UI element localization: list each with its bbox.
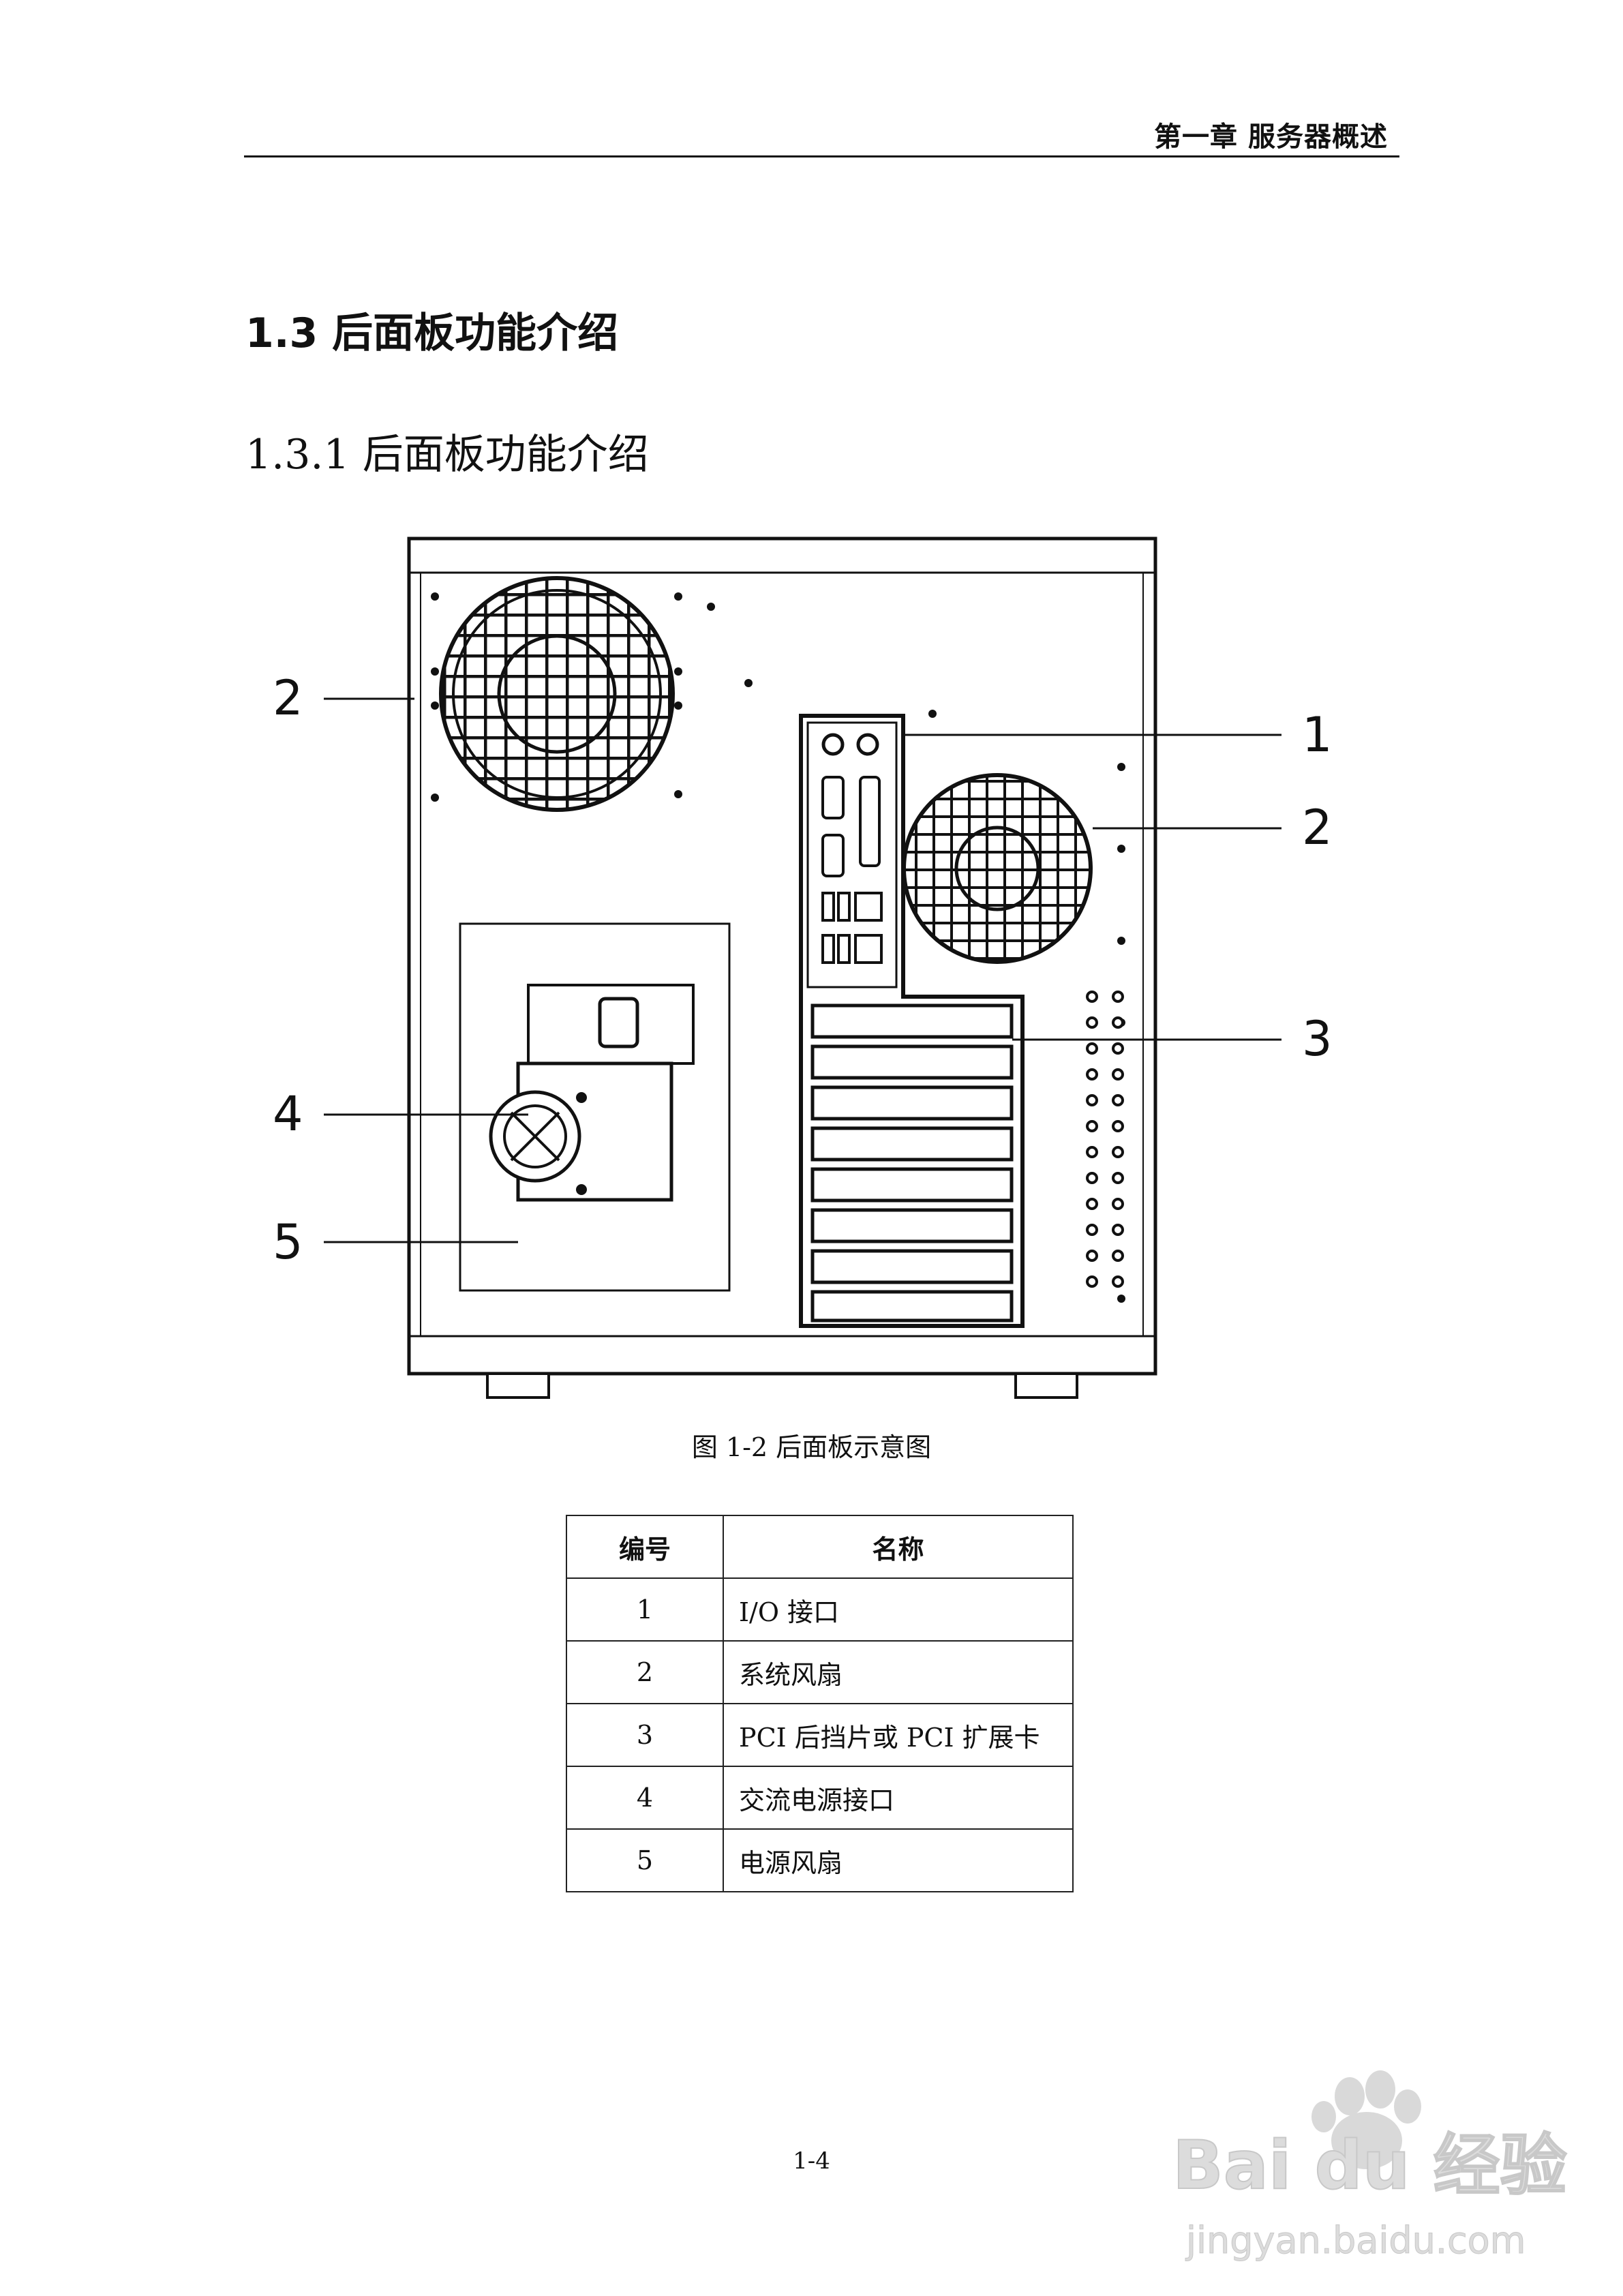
row-number: 5 — [566, 1828, 724, 1892]
row-number: 1 — [566, 1577, 724, 1642]
subsection-heading: 1.3.1 后面板功能介绍 — [245, 431, 649, 479]
baidu-jingyan-watermark: Bai du 经验 jingyan.baidu.com — [1172, 2070, 1568, 2263]
watermark-url: jingyan.baidu.com — [1185, 2219, 1526, 2262]
page-number: 1-4 — [793, 2147, 830, 2175]
pci-slots — [810, 1003, 1014, 1323]
row-name: PCI 后挡片或 PCI 扩展卡 — [723, 1703, 1074, 1767]
callout-leaders — [324, 697, 1281, 1243]
section-heading: 1.3 后面板功能介绍 — [245, 309, 619, 357]
system-fan-right — [902, 773, 1093, 964]
row-name: 电源风扇 — [723, 1828, 1074, 1892]
column-header-name: 名称 — [723, 1515, 1074, 1579]
table-row: 2 系统风扇 — [566, 1640, 1074, 1704]
io-and-pci-area — [799, 714, 1025, 1328]
column-header-number: 编号 — [566, 1515, 724, 1579]
row-name: 系统风扇 — [723, 1640, 1074, 1704]
row-number: 3 — [566, 1703, 724, 1767]
table-row: 1 I/O 接口 — [566, 1577, 1074, 1642]
figure-caption: 图 1-2 后面板示意图 — [691, 1432, 932, 1462]
callout-2-right: 2 — [1302, 800, 1333, 856]
header-rule — [244, 155, 1399, 157]
row-number: 4 — [566, 1766, 724, 1830]
row-name: I/O 接口 — [723, 1577, 1074, 1642]
running-header: 第一章 服务器概述 — [1154, 121, 1388, 153]
row-name: 交流电源接口 — [723, 1766, 1074, 1830]
callout-4: 4 — [273, 1086, 303, 1142]
watermark-brand: Bai du 经验 — [1172, 2127, 1567, 2205]
table-row: 3 PCI 后挡片或 PCI 扩展卡 — [566, 1703, 1074, 1767]
vent-holes — [1086, 991, 1124, 1288]
table-row: 5 电源风扇 — [566, 1828, 1074, 1892]
callout-2-left: 2 — [273, 670, 303, 726]
callout-3: 3 — [1302, 1011, 1333, 1067]
system-fan-left — [439, 576, 675, 812]
paw-logo-icon — [1311, 2070, 1421, 2169]
rear-panel-diagram: 2 1 2 3 4 5 — [273, 537, 1333, 1399]
table-row: 4 交流电源接口 — [566, 1766, 1074, 1830]
row-number: 2 — [566, 1640, 724, 1704]
callout-5: 5 — [273, 1214, 303, 1270]
table-header-row: 编号 名称 — [566, 1515, 1074, 1579]
legend-table: 编号 名称 1 I/O 接口 2 系统风扇 3 PCI 后挡片或 PCI 扩展卡… — [566, 1515, 1074, 1892]
callout-1: 1 — [1302, 707, 1333, 763]
power-supply — [459, 922, 731, 1292]
